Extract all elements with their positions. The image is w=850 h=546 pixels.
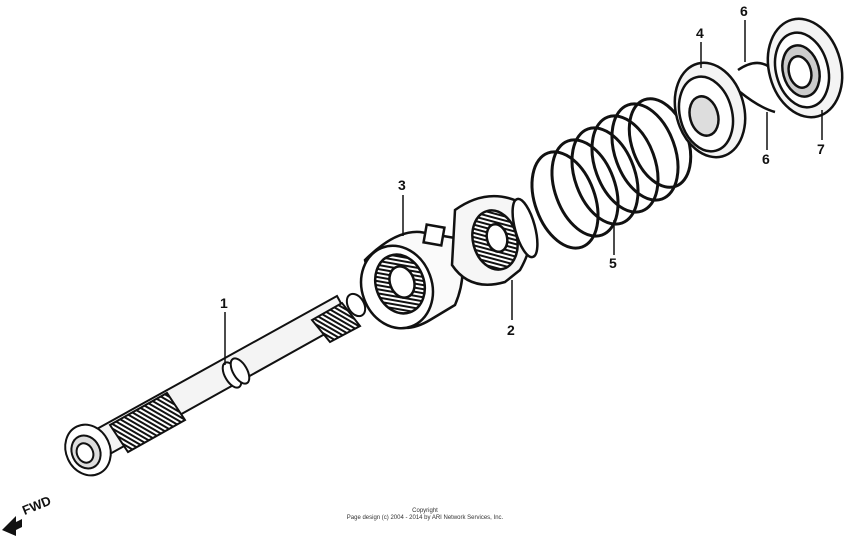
spring-seat-part (673, 61, 747, 159)
callout-1: 1 (220, 295, 228, 311)
copyright-notice: Copyright Page design (c) 2004 - 2014 by… (300, 508, 550, 522)
coil-spring-part (530, 97, 693, 250)
callout-5: 5 (609, 255, 617, 271)
callout-4: 4 (696, 25, 704, 41)
copyright-line-1: Copyright (412, 508, 438, 514)
callout-2: 2 (507, 322, 515, 338)
main-shaft-part (64, 292, 367, 477)
callout-6-bottom: 6 (762, 151, 770, 167)
callout-7: 7 (817, 141, 825, 157)
ball-bearing-part (766, 17, 844, 119)
copyright-line-2: Page design (c) 2004 - 2014 by ARI Netwo… (346, 515, 504, 521)
callout-3: 3 (398, 177, 406, 193)
forward-arrow-icon (2, 516, 22, 536)
leader-lines (224, 20, 823, 365)
callout-6-top: 6 (740, 3, 748, 19)
spline-collar-part (450, 194, 539, 286)
clutch-hub-part (359, 223, 464, 330)
